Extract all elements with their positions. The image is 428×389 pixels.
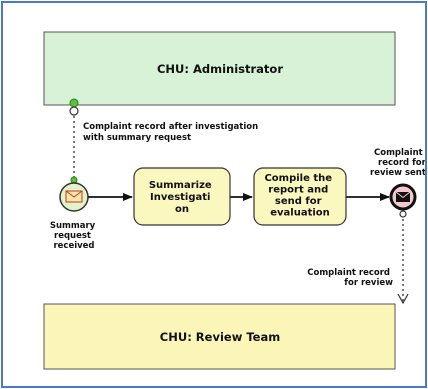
message-flow-source-marker bbox=[69, 98, 79, 108]
message-flow-outgoing-line-1: Complaint record bbox=[307, 268, 390, 278]
pool-review-team[interactable] bbox=[43, 303, 396, 370]
task-summarize[interactable] bbox=[133, 167, 231, 226]
pool-administrator-label: CHU: Administrator bbox=[157, 62, 283, 76]
message-flow-incoming-line-2: with summary request bbox=[83, 133, 191, 143]
task-compile-line-1: Compile the bbox=[264, 173, 332, 184]
task-summarize-line-2: Investigati bbox=[150, 192, 210, 203]
end-event-label-line-2: record for bbox=[378, 158, 427, 168]
message-flow-outgoing-source bbox=[399, 210, 407, 218]
end-event-label-line-3: review sent bbox=[370, 168, 426, 178]
start-event-label-line-3: received bbox=[53, 241, 94, 251]
envelope-filled-icon bbox=[395, 191, 411, 202]
task-compile[interactable] bbox=[253, 167, 347, 226]
message-flow-source-ring bbox=[69, 106, 79, 116]
task-compile-line-3: send for bbox=[275, 196, 322, 207]
message-flow-incoming-label: Complaint record after investigation wit… bbox=[83, 122, 261, 143]
task-summarize-line-3: on bbox=[175, 204, 189, 215]
message-flow-outgoing-label: Complaint record for review bbox=[307, 268, 393, 288]
end-event-label-line-1: Complaint bbox=[374, 148, 423, 158]
task-compile-line-2: report and bbox=[268, 185, 328, 196]
envelope-icon bbox=[65, 190, 83, 203]
task-compile-label: Compile the report and send for evaluati… bbox=[264, 173, 335, 219]
message-flow-outgoing-line-2: for review bbox=[344, 278, 393, 288]
pool-review-team-label: CHU: Review Team bbox=[160, 330, 280, 344]
start-event-label-line-1: Summary bbox=[50, 221, 96, 231]
pool-administrator[interactable] bbox=[43, 31, 396, 106]
start-event-label-line-2: request bbox=[54, 231, 91, 241]
start-event-label: Summary request received bbox=[50, 221, 98, 251]
task-summarize-line-1: Summarize bbox=[149, 180, 212, 191]
end-event-label: Complaint record for review sent bbox=[370, 148, 428, 178]
message-flow-target-marker bbox=[70, 176, 78, 184]
task-compile-line-4: evaluation bbox=[270, 208, 330, 219]
message-flow-incoming-line-1: Complaint record after investigation bbox=[83, 122, 258, 132]
task-summarize-label: Summarize Investigati on bbox=[149, 180, 215, 215]
